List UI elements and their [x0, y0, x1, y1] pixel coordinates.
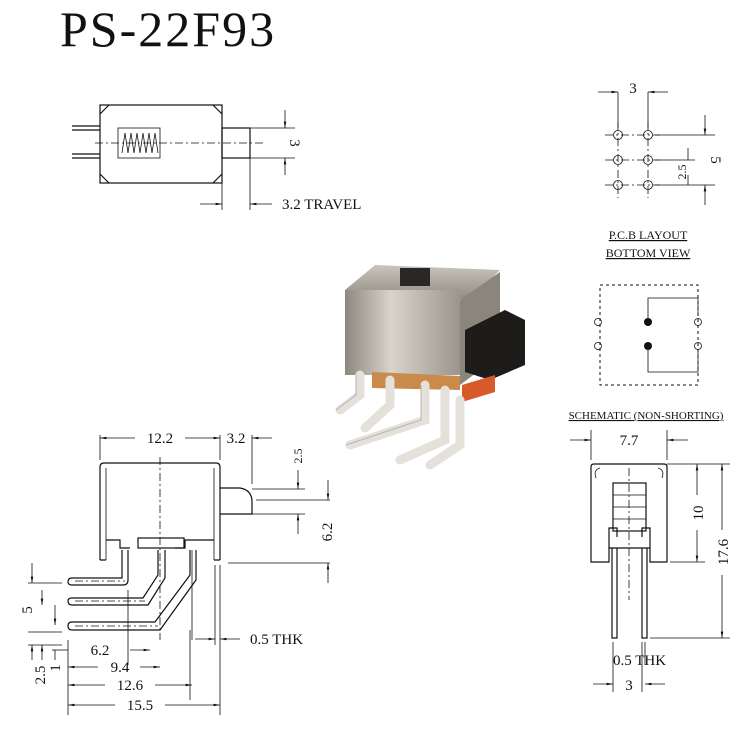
dim-6-2: 6.2	[91, 643, 110, 659]
dim-12-6: 12.6	[117, 678, 144, 694]
pcb-layout: 3 2.5 5 P.C.B LAYOUT BOTTOM VIEW	[598, 81, 723, 260]
dim-body-width: 12.2	[147, 431, 173, 447]
dim-pin-pitch: 5	[20, 606, 36, 614]
dim-pin-offset-b: 1	[48, 664, 64, 672]
dim-actuator: 2.5	[291, 449, 305, 464]
switch-photo	[335, 265, 525, 470]
dim-9-4: 9.4	[111, 660, 130, 676]
front-thickness: 0.5 THK	[250, 632, 303, 648]
bottom-view-label: BOTTOM VIEW	[606, 246, 691, 260]
top-view: 3 3.2 TRAVEL	[72, 104, 361, 213]
dim-pin-offset-a: 2.5	[33, 666, 49, 685]
dim-total-y: 5	[707, 156, 723, 164]
dim-width-3: 3	[286, 139, 302, 147]
dim-front-travel: 3.2	[227, 431, 246, 447]
schematic-diagram: SCHEMATIC (NON-SHORTING)	[569, 284, 724, 422]
dim-side-width: 7.7	[620, 433, 639, 449]
dim-height: 6.2	[320, 523, 336, 542]
pcb-layout-label: P.C.B LAYOUT	[609, 228, 688, 242]
dim-total-height: 17.6	[716, 538, 732, 565]
part-number-title: PS-22F93	[60, 1, 276, 57]
dim-side-pin-pitch: 3	[625, 678, 633, 694]
dim-15-5: 15.5	[127, 698, 153, 714]
dim-pitch-x: 3	[629, 81, 637, 97]
dim-body-height: 10	[691, 506, 707, 521]
side-thickness-value: 0.5 THK	[613, 653, 666, 669]
dim-travel: 3.2 TRAVEL	[282, 197, 361, 213]
schematic-label: SCHEMATIC (NON-SHORTING)	[569, 410, 724, 422]
front-view: 12.2 3.2 2.5 6.2 0.5 THK 5 2.5 1 6.2 9.	[20, 431, 336, 715]
side-view: 7.7 10 17.6 0.5 THK 3	[570, 430, 732, 694]
dim-pitch-y: 2.5	[675, 165, 689, 180]
